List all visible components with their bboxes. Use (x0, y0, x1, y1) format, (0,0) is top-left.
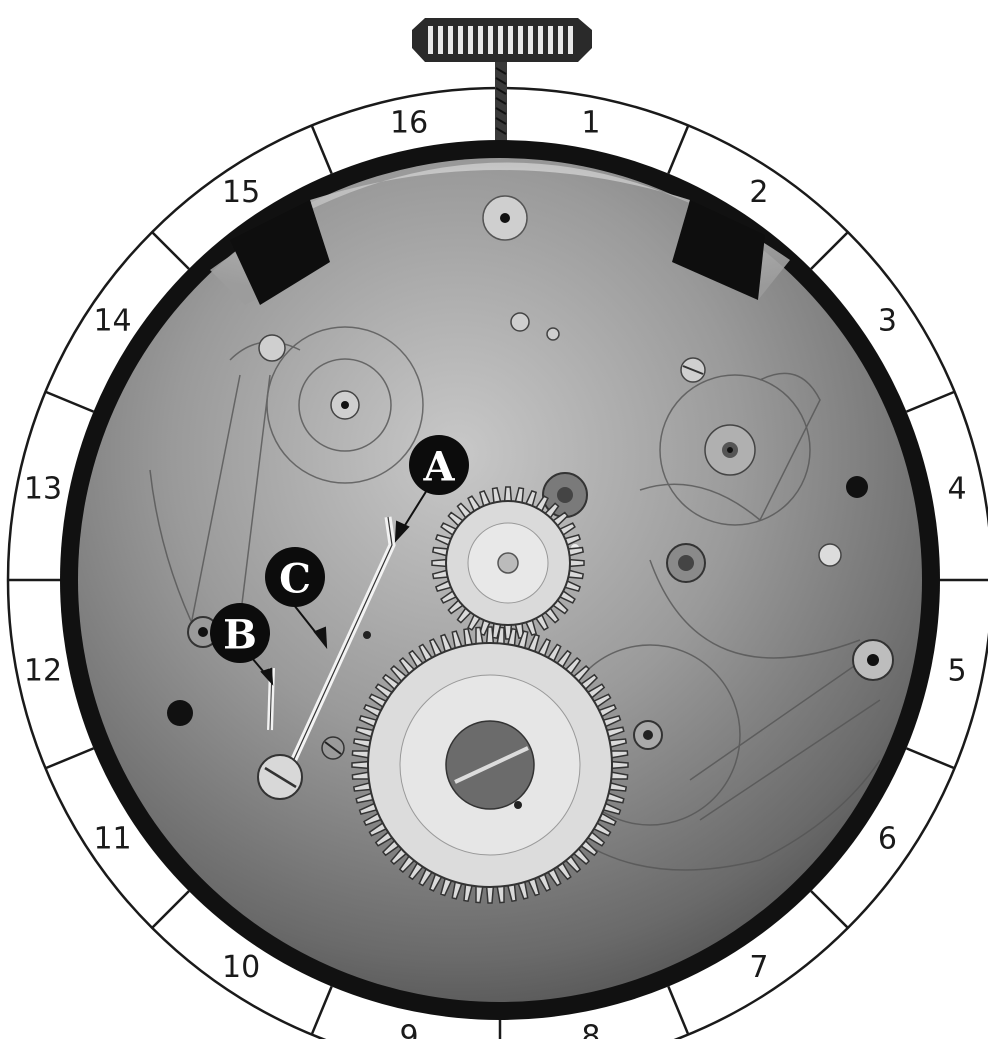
crown-ridge (428, 26, 433, 54)
dial-segment-label: 11 (93, 821, 131, 856)
callout-c: C (265, 547, 325, 607)
callout-b: B (210, 603, 270, 663)
crown-ridge (568, 26, 573, 54)
dial-segment-label: 16 (390, 105, 428, 140)
dial-segment-label: 12 (24, 653, 62, 688)
callout-c-label: C (279, 556, 311, 603)
dial-segment-label: 1 (581, 105, 600, 140)
dial-segment-label: 10 (222, 950, 260, 985)
crown-ridge (508, 26, 513, 54)
crown-knurling (428, 26, 573, 54)
crown-ridge (438, 26, 443, 54)
crown-ridge (558, 26, 563, 54)
dial-segment-label: 7 (749, 950, 768, 985)
dial-segment-label: 8 (581, 1020, 600, 1039)
crown-ridge (458, 26, 463, 54)
crown-ridge (478, 26, 483, 54)
crown-ridge (538, 26, 543, 54)
crown-ridge (528, 26, 533, 54)
center-wheel-gear (352, 627, 628, 903)
crown-ridge (488, 26, 493, 54)
callout-b-label: B (223, 612, 257, 659)
dial-segment-label: 3 (878, 304, 897, 339)
dial-segment-label: 2 (749, 175, 768, 210)
crown-ridge (518, 26, 523, 54)
dial-segment-label: 14 (93, 304, 131, 339)
crown-ridge (548, 26, 553, 54)
callout-a: A (409, 435, 469, 495)
crown-ridge (468, 26, 473, 54)
callout-a-label: A (422, 444, 455, 491)
dial-segment-label: 9 (400, 1020, 419, 1039)
crown-ridge (498, 26, 503, 54)
dial-segment-label: 15 (222, 175, 260, 210)
crown-ridge (448, 26, 453, 54)
dial-segment-label: 5 (947, 653, 966, 688)
dial-segment-label: 6 (878, 821, 897, 856)
dial-segment-label: 13 (24, 472, 62, 507)
dial-segment-label: 4 (947, 472, 966, 507)
